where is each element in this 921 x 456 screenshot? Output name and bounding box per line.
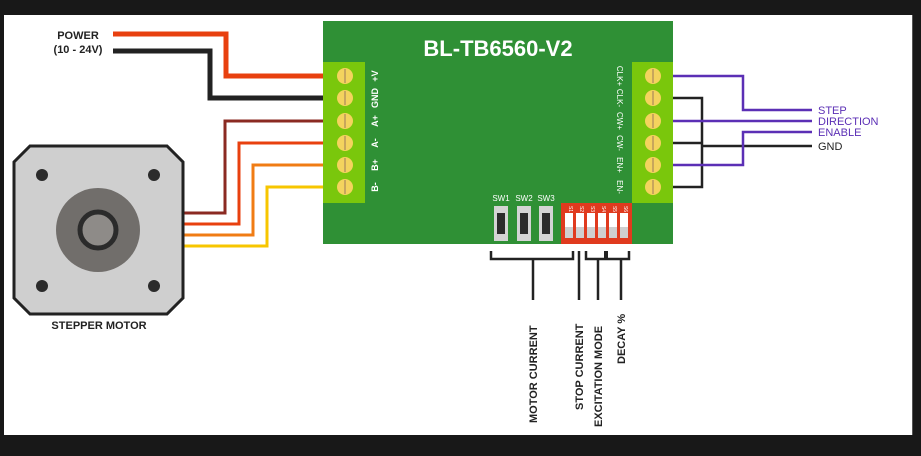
- left-terminal-label: A+: [370, 115, 380, 127]
- dip-switch-lever: [565, 213, 573, 227]
- signal-step-label: STEP: [818, 105, 847, 117]
- right-terminal-label: EN-: [615, 180, 624, 194]
- switch-label: SW1: [492, 194, 510, 203]
- driver-board: BL-TB6560-V2 +V GND A+ A- B+ B- CLK+ CLK- CW+ CW…: [323, 21, 673, 244]
- signal-gnd-label: GND: [818, 141, 843, 153]
- stop-current-label: STOP CURRENT: [574, 323, 586, 410]
- slide-switch-knob: [542, 213, 550, 234]
- power-wires: [113, 31, 324, 101]
- stepper-motor: [12, 144, 185, 316]
- switch-label: SW2: [515, 194, 533, 203]
- right-terminal-label: CW-: [615, 135, 624, 151]
- dip-label: S3: [589, 206, 595, 212]
- wire-a-plus: [184, 119, 324, 215]
- board-title: BL-TB6560-V2: [423, 36, 572, 61]
- motor-mount-hole: [36, 280, 48, 292]
- left-terminal-label: GND: [370, 88, 380, 109]
- power-positive-wire: [113, 31, 324, 79]
- dip-label: S6: [622, 206, 628, 212]
- dip-switch-lever: [587, 213, 595, 227]
- power-voltage-label: (10 - 24V): [54, 44, 103, 56]
- signal-enable-label: ENABLE: [818, 127, 861, 139]
- right-terminal-label: EN+: [615, 157, 624, 173]
- dip-switch-lever: [598, 213, 606, 227]
- dip-label: S2: [578, 206, 584, 212]
- dip-switch-lever: [620, 213, 628, 227]
- motor-label: STEPPER MOTOR: [51, 320, 146, 332]
- left-terminal-label: +V: [370, 70, 380, 81]
- wire-b-plus: [184, 163, 324, 237]
- decay-label: DECAY %: [616, 314, 628, 364]
- motor-mount-hole: [148, 280, 160, 292]
- dip-label: S5: [611, 206, 617, 212]
- motor-mount-hole: [36, 169, 48, 181]
- power-ground-wire: [113, 48, 324, 101]
- motor-current-bracket: [489, 251, 575, 261]
- motor-current-label: MOTOR CURRENT: [528, 325, 540, 423]
- left-terminal-label: B-: [370, 182, 380, 192]
- left-terminal-label: A-: [370, 138, 380, 148]
- callout-brackets: [489, 251, 631, 300]
- step-wire: [673, 74, 812, 112]
- motor-wires: [184, 119, 324, 248]
- slide-switch-knob: [520, 213, 528, 234]
- right-terminal-label: CLK+: [615, 66, 624, 87]
- dip-switch-lever: [609, 213, 617, 227]
- slide-switch-knob: [497, 213, 505, 234]
- signal-wires: [673, 74, 812, 189]
- diagram-svg: POWER (10 - 24V) STEPPER MOTOR BL-TB6560…: [12, 21, 879, 427]
- switch-label: SW3: [537, 194, 555, 203]
- motor-shaft: [77, 209, 119, 251]
- wiring-diagram: POWER (10 - 24V) STEPPER MOTOR BL-TB6560…: [4, 15, 913, 435]
- signal-direction-label: DIRECTION: [818, 116, 879, 128]
- motor-mount-hole: [148, 169, 160, 181]
- wire-a-minus: [184, 141, 324, 226]
- left-terminal-label: B+: [370, 159, 380, 171]
- right-terminal-label: CLK-: [615, 89, 624, 108]
- enable-wire: [673, 130, 812, 167]
- dip-switch-lever: [576, 213, 584, 227]
- dip-label: S4: [600, 206, 606, 212]
- excitation-mode-label: EXCITATION MODE: [593, 326, 605, 427]
- power-label: POWER: [57, 30, 99, 42]
- wire-b-minus: [184, 185, 324, 248]
- dip-label: S1: [567, 206, 573, 212]
- right-terminal-label: CW+: [615, 112, 624, 130]
